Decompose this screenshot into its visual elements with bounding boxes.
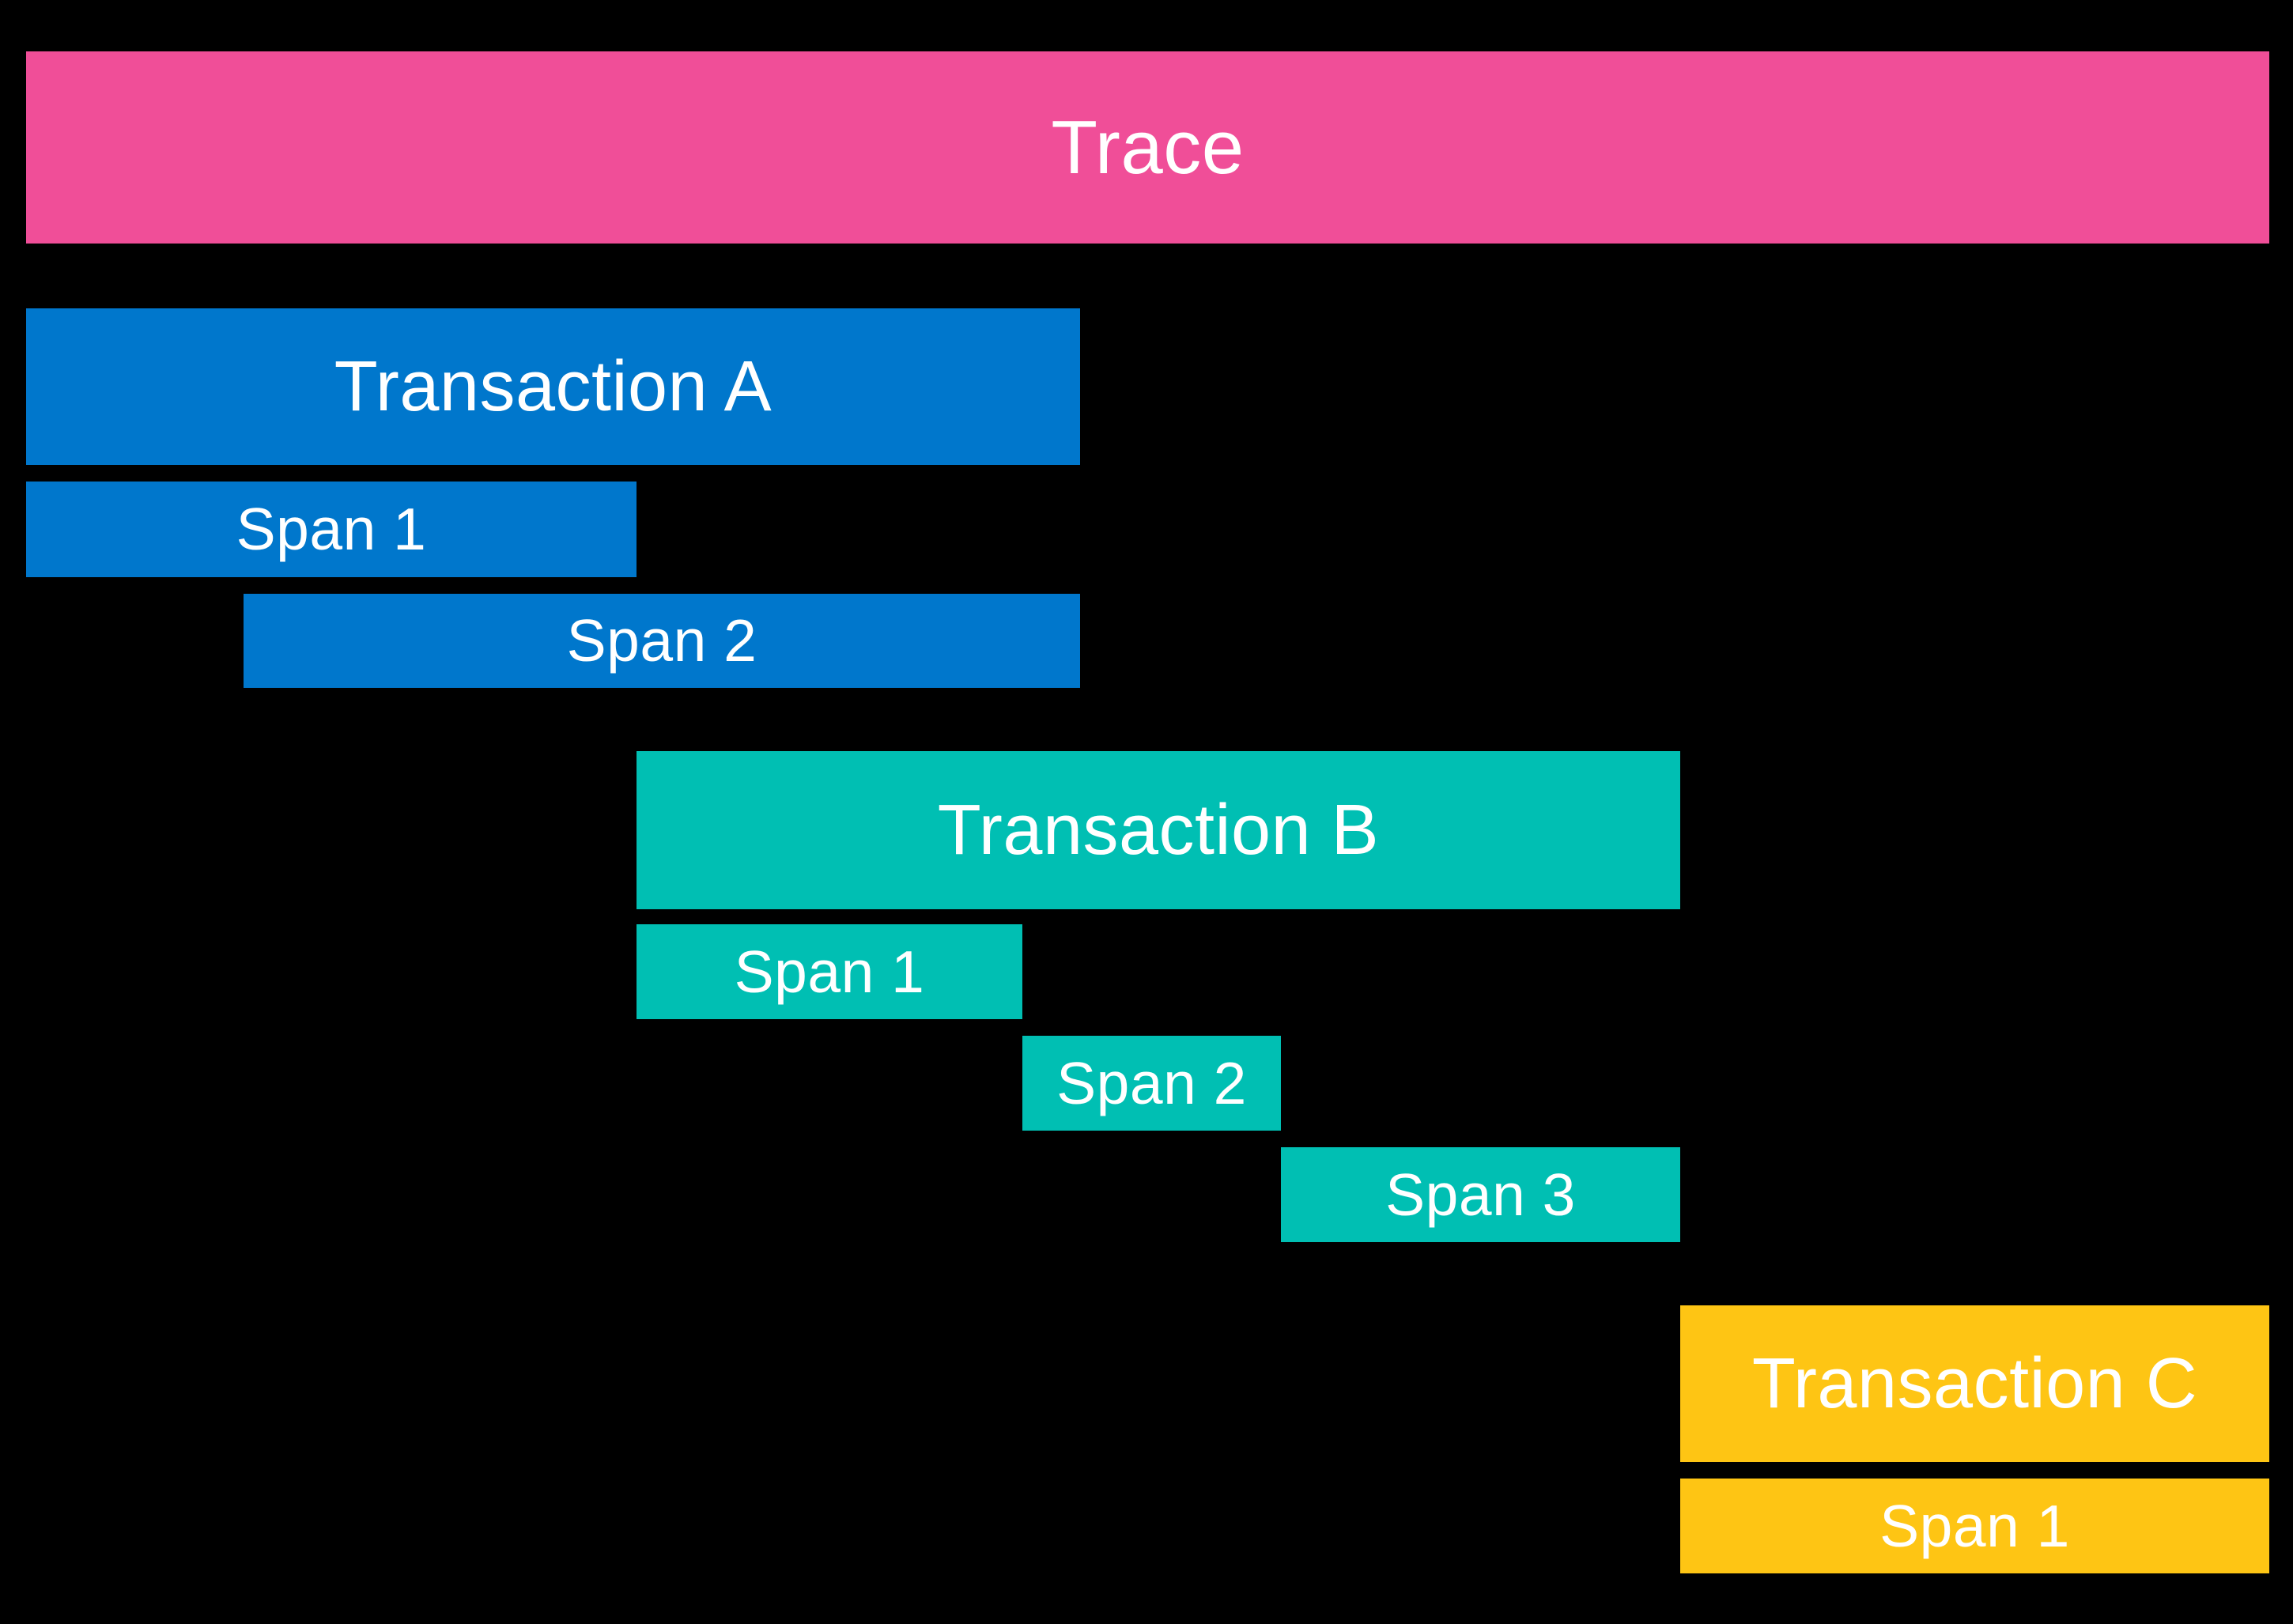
transaction-b-span-3-bar: Span 3 (1281, 1147, 1680, 1242)
transaction-a-span-1-bar: Span 1 (26, 482, 637, 577)
transaction-b-span-2-label: Span 2 (1056, 1049, 1247, 1116)
transaction-c-span-1-bar: Span 1 (1680, 1479, 2269, 1573)
transaction-a-span-1-label: Span 1 (236, 496, 427, 562)
transaction-a-bar: Transaction A (26, 308, 1080, 465)
transaction-b-span-1-label: Span 1 (734, 938, 925, 1005)
transaction-b-span-3-label: Span 3 (1385, 1161, 1576, 1228)
transaction-a-span-2-bar: Span 2 (244, 594, 1080, 688)
transaction-b-span-1-bar: Span 1 (637, 924, 1022, 1019)
transaction-c-span-1-label: Span 1 (1879, 1492, 2070, 1559)
transaction-c-label: Transaction C (1751, 1344, 2198, 1423)
transaction-c-bar: Transaction C (1680, 1305, 2269, 1462)
transaction-a-span-2-label: Span 2 (566, 607, 757, 674)
transaction-b-span-2-bar: Span 2 (1022, 1036, 1281, 1131)
transaction-a-label: Transaction A (334, 347, 773, 426)
transaction-b-label: Transaction B (937, 791, 1380, 870)
transaction-b-bar: Transaction B (637, 751, 1680, 909)
trace-bar: Trace (26, 51, 2269, 244)
trace-label: Trace (1051, 104, 1245, 190)
